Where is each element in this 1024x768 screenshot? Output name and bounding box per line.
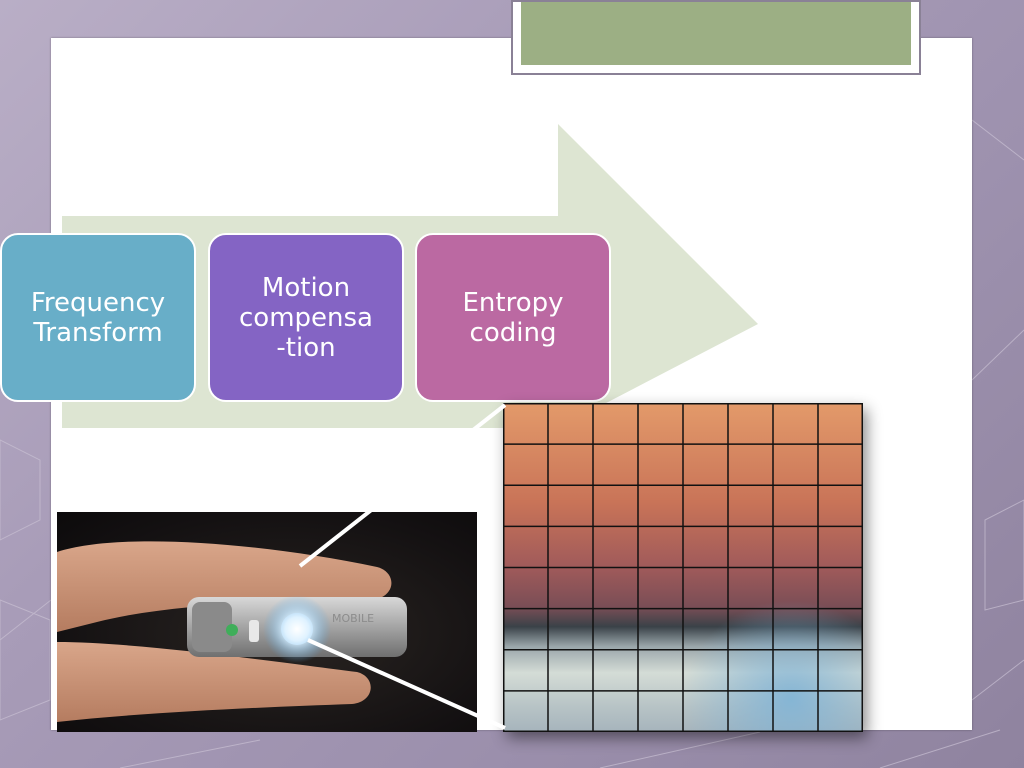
frequency-transform-box: Frequency Transform <box>0 233 196 402</box>
frequency-label-line2: Transform <box>33 317 163 348</box>
pixel-block-grid <box>503 403 863 732</box>
motion-label-line1: Motion <box>261 272 351 303</box>
frequency-label-line1: Frequency <box>30 287 166 318</box>
title-placeholder <box>511 0 921 75</box>
mobile-phone-flashlight-photo: MOBILE <box>57 512 477 732</box>
motion-label-line3: -tion <box>276 332 336 363</box>
motion-compensation-box: Motion compensa -tion <box>208 233 404 402</box>
svg-text:MOBILE: MOBILE <box>332 612 374 625</box>
entropy-label-line1: Entropy <box>462 287 564 318</box>
entropy-label-line2: coding <box>469 317 557 348</box>
entropy-coding-box: Entropy coding <box>415 233 611 402</box>
motion-label-line2: compensa <box>239 302 373 333</box>
title-accent-bar <box>521 2 911 65</box>
